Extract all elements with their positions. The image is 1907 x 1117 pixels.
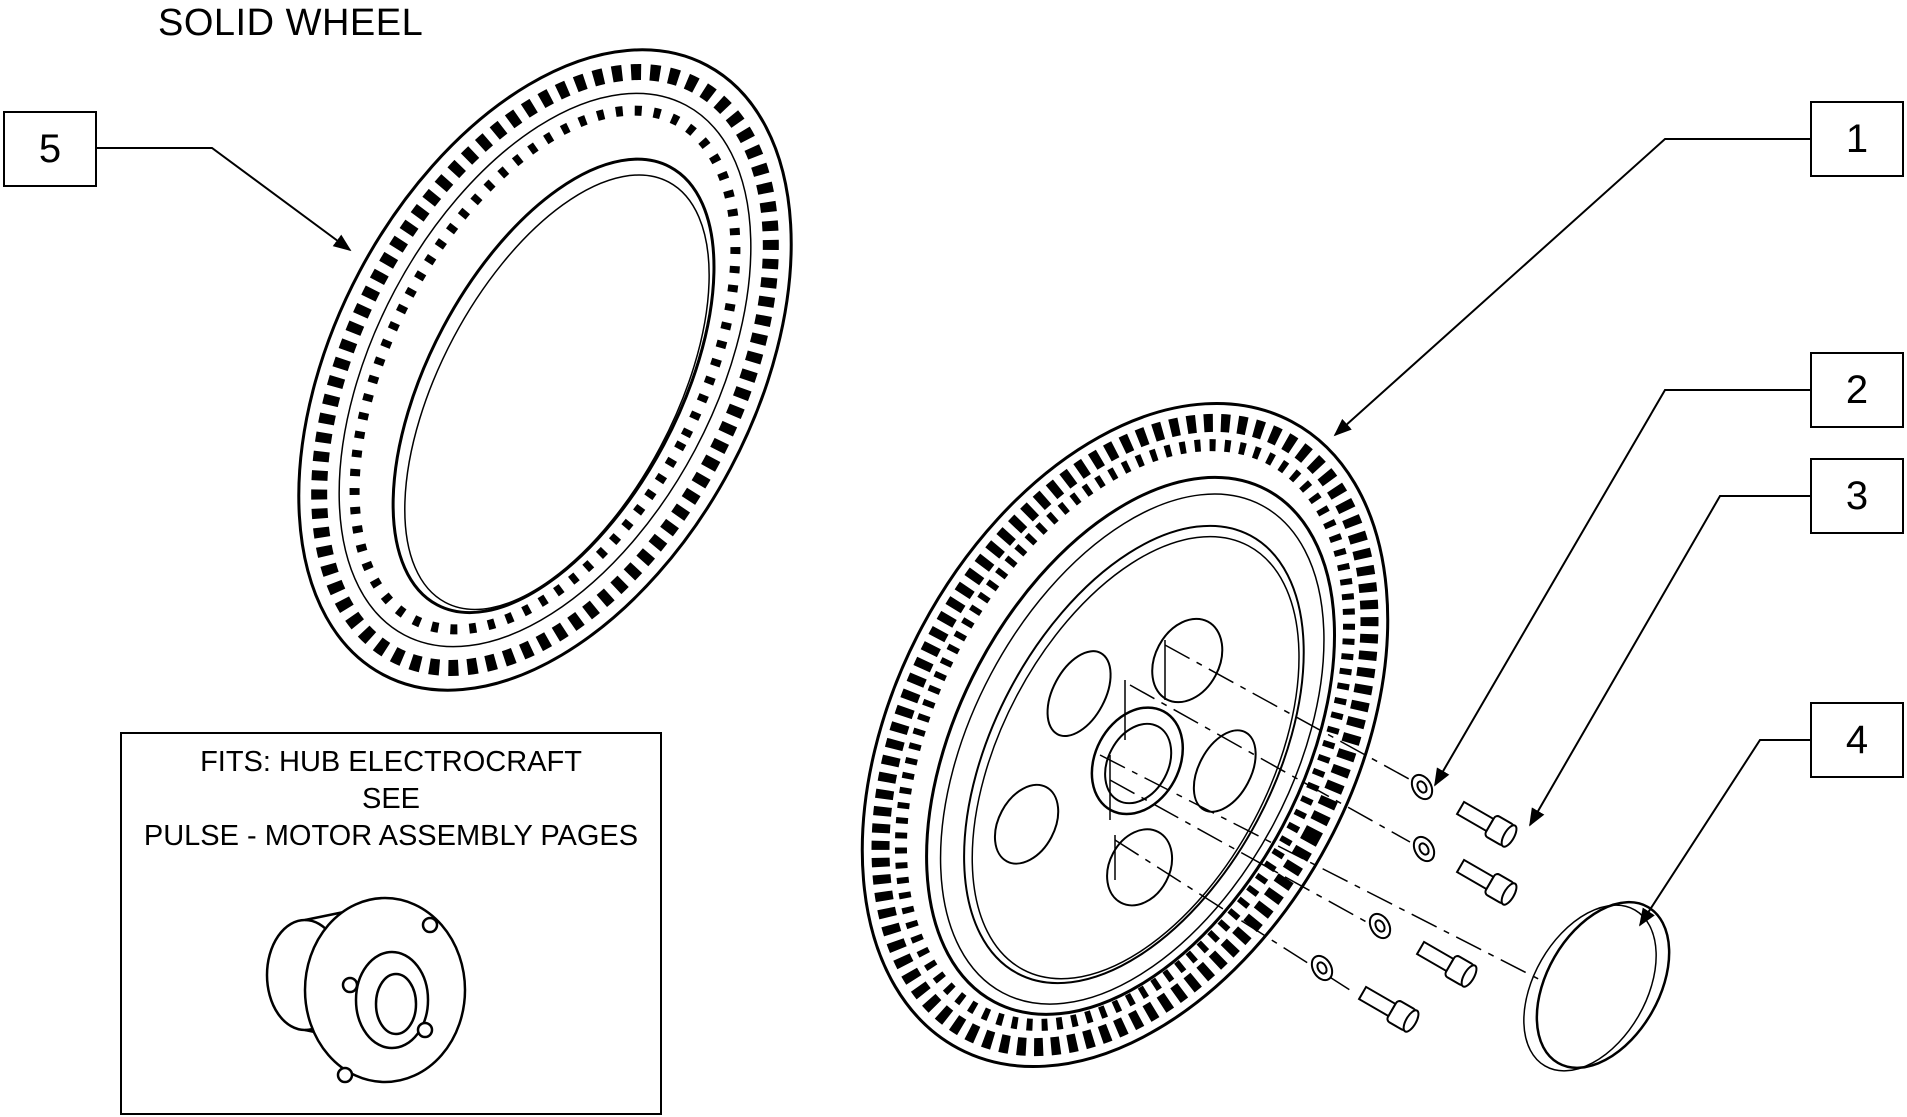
washer-icon <box>1310 773 1436 982</box>
note-line-fits: FITS: HUB ELECTROCRAFT <box>200 746 582 778</box>
callout-5: 5 <box>3 111 97 187</box>
callout-2: 2 <box>1810 352 1904 428</box>
wheel-assembly-icon <box>860 401 1390 1069</box>
hub-note-text: FITS: HUB ELECTROCRAFT SEE PULSE - MOTOR… <box>122 744 660 855</box>
callout-3: 3 <box>1810 458 1904 534</box>
diagram-title: SOLID WHEEL <box>158 2 424 44</box>
callout-1: 1 <box>1810 101 1904 177</box>
tire-icon <box>297 48 793 692</box>
note-line-see: SEE <box>361 783 421 815</box>
hub-note-box: FITS: HUB ELECTROCRAFT SEE PULSE - MOTOR… <box>120 732 662 1115</box>
callout-4: 4 <box>1810 702 1904 778</box>
motor-hub-icon <box>265 896 467 1084</box>
hub-cap-icon <box>1523 900 1671 1072</box>
note-line-pages: PULSE - MOTOR ASSEMBLY PAGES <box>143 820 639 852</box>
bolt-icon <box>1357 800 1518 1033</box>
